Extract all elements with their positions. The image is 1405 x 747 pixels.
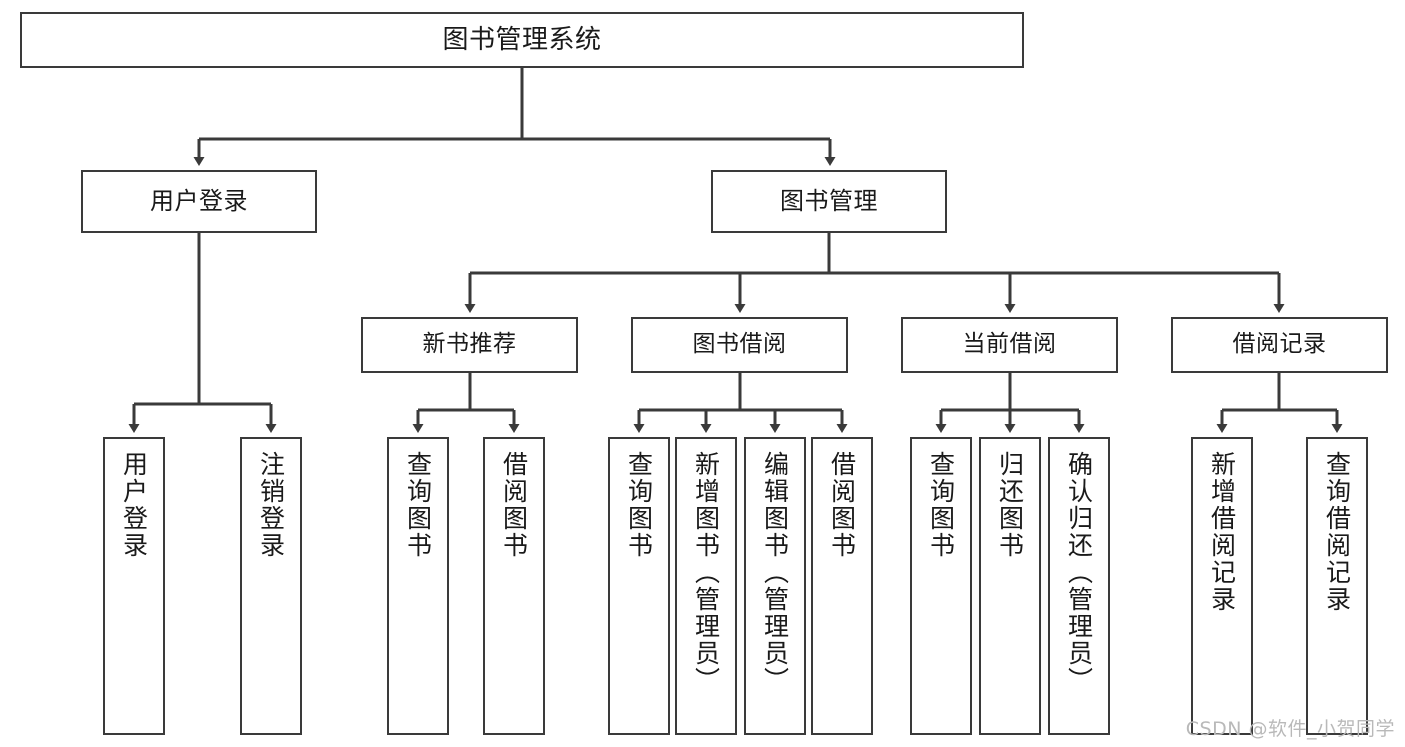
node-label: 用户登录 <box>119 451 149 559</box>
node-label: 图书管理 <box>780 187 878 216</box>
node-label: 查询图书 <box>403 451 433 559</box>
leaf-current-query-book[interactable]: 查询图书 <box>910 437 972 735</box>
node-label: 归还图书 <box>995 451 1025 559</box>
leaf-borrow-add-book[interactable]: 新增图书（管理员） <box>675 437 737 735</box>
leaf-current-return-book[interactable]: 归还图书 <box>979 437 1041 735</box>
node-label: 借阅图书 <box>827 451 857 559</box>
node-label: 新增借阅记录 <box>1207 451 1237 613</box>
leaf-new-book-query[interactable]: 查询图书 <box>387 437 449 735</box>
node-label: 新增图书（管理员） <box>691 451 721 694</box>
node-label: 编辑图书（管理员） <box>760 451 790 694</box>
leaf-current-confirm-return[interactable]: 确认归还（管理员） <box>1048 437 1110 735</box>
node-label: 借阅图书 <box>499 451 529 559</box>
leaf-user-logout[interactable]: 注销登录 <box>240 437 302 735</box>
node-book-management[interactable]: 图书管理 <box>711 170 947 233</box>
node-borrow-record[interactable]: 借阅记录 <box>1171 317 1388 373</box>
node-label: 注销登录 <box>256 451 286 559</box>
node-new-book-recommend[interactable]: 新书推荐 <box>361 317 578 373</box>
node-label: 借阅记录 <box>1232 331 1327 358</box>
node-user-login[interactable]: 用户登录 <box>81 170 317 233</box>
leaf-borrow-edit-book[interactable]: 编辑图书（管理员） <box>744 437 806 735</box>
node-current-borrow[interactable]: 当前借阅 <box>901 317 1118 373</box>
node-label: 图书管理系统 <box>442 24 602 55</box>
node-label: 查询借阅记录 <box>1322 451 1352 613</box>
leaf-record-add[interactable]: 新增借阅记录 <box>1191 437 1253 735</box>
leaf-user-login[interactable]: 用户登录 <box>103 437 165 735</box>
node-label: 新书推荐 <box>422 331 517 358</box>
node-label: 确认归还（管理员） <box>1064 451 1094 694</box>
leaf-borrow-borrow-book[interactable]: 借阅图书 <box>811 437 873 735</box>
node-label: 当前借阅 <box>962 331 1057 358</box>
node-label: 用户登录 <box>150 187 248 216</box>
node-label: 查询图书 <box>926 451 956 559</box>
leaf-new-book-borrow[interactable]: 借阅图书 <box>483 437 545 735</box>
node-label: 查询图书 <box>624 451 654 559</box>
node-label: 图书借阅 <box>692 331 787 358</box>
leaf-record-query[interactable]: 查询借阅记录 <box>1306 437 1368 735</box>
leaf-borrow-query-book[interactable]: 查询图书 <box>608 437 670 735</box>
node-book-borrow[interactable]: 图书借阅 <box>631 317 848 373</box>
csdn-watermark: CSDN @软件_小贺同学 <box>1185 718 1395 740</box>
node-root-system[interactable]: 图书管理系统 <box>20 12 1024 68</box>
